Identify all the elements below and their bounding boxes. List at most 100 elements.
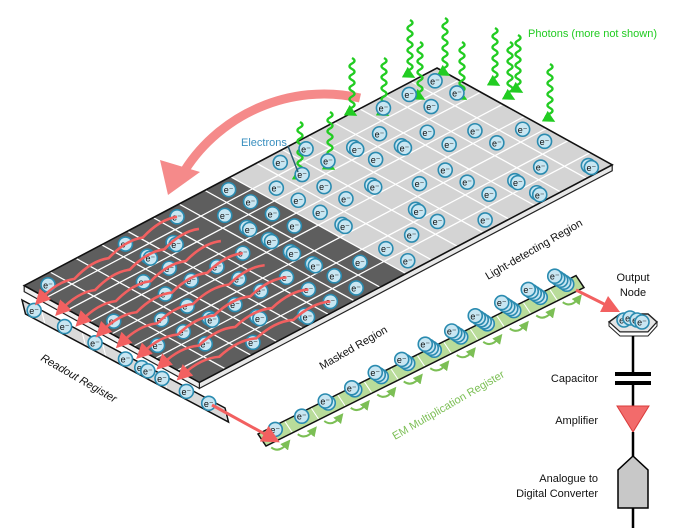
electron-symbol: e⁻ [289, 221, 299, 231]
electron-symbol: e⁻ [518, 125, 528, 135]
electron-circle [417, 336, 434, 353]
electron-circle [268, 180, 285, 196]
electron-circle [378, 240, 394, 257]
electron-symbol: e⁻ [535, 190, 545, 200]
electron-symbol: e⁻ [90, 338, 100, 348]
electron: e⁻ [197, 336, 214, 352]
chip-outline [22, 67, 614, 384]
em-gain-arrow [403, 373, 423, 385]
electron: e⁻ [403, 227, 420, 243]
electron-circle [178, 383, 195, 400]
electron-symbol: e⁻ [297, 170, 307, 180]
electron: e⁻ [441, 136, 457, 153]
electron: e⁻ [449, 85, 465, 101]
electron-symbol: e⁻ [347, 383, 357, 393]
electron-symbol: e⁻ [480, 215, 490, 225]
electron-circle [338, 190, 354, 207]
electron-circle [316, 178, 332, 195]
electron: e⁻ [437, 162, 454, 178]
electron: e⁻ [268, 180, 285, 196]
electron-symbol: e⁻ [420, 340, 430, 350]
electron-symbol: e⁻ [381, 244, 391, 254]
electron-symbol: e⁻ [153, 341, 163, 351]
electron: e⁻ [378, 240, 394, 257]
electron: e⁻ [393, 351, 410, 368]
electron-symbol: e⁻ [492, 138, 502, 148]
electron-circle [443, 323, 460, 339]
electrons-label: Electrons [241, 137, 287, 149]
frame-transfer-arrow [181, 89, 361, 173]
em-gain-arrow [562, 294, 582, 306]
electron-circle [467, 122, 483, 139]
electron-circle [343, 379, 360, 396]
electron-circle [216, 207, 233, 224]
electron-circle [352, 254, 368, 271]
electron-circle [493, 294, 510, 311]
electron-circle [317, 393, 334, 409]
electron-circle [286, 218, 303, 234]
electron: e⁻ [467, 122, 483, 139]
electron-circle [375, 100, 392, 116]
electron: e⁻ [242, 193, 259, 210]
electron-circle [410, 203, 427, 220]
electron-symbol: e⁻ [407, 231, 417, 241]
electron-circle [264, 206, 281, 222]
electron-circle [419, 124, 436, 141]
electron-circle [337, 218, 353, 235]
electron-symbol: e⁻ [352, 145, 362, 155]
electron-circle [514, 121, 531, 138]
electron: e⁻ [493, 294, 510, 311]
adc-label-1: Analogue to [539, 473, 598, 485]
electron: e⁻ [531, 186, 548, 203]
electron-circle [307, 257, 324, 274]
photon-wave [453, 40, 468, 100]
electron-symbol: e⁻ [248, 338, 258, 348]
electron: e⁻ [427, 73, 443, 89]
em-to-output-arrow [575, 288, 621, 313]
photons-label: Photons (more not shown) [528, 28, 657, 40]
electron-circle [241, 221, 258, 238]
electron: e⁻ [489, 135, 505, 151]
electron-symbol: e⁻ [513, 178, 523, 188]
electron-symbol: e⁻ [329, 271, 339, 281]
output-node-label-1: Output [616, 272, 649, 284]
electron: e⁻ [307, 257, 324, 274]
electron-symbol: e⁻ [182, 302, 192, 312]
electrons: e⁻ e⁻ e⁻ e⁻ e⁻ e⁻ e⁻ e⁻ e⁻ e⁻ e⁻ e⁻ e⁻ e⁻ e⁻ e⁻ e⁻ e⁻ e⁻ e⁻… [26, 73, 600, 438]
electron-circle [220, 181, 237, 198]
electron: e⁻ [352, 254, 368, 271]
electron-circle [231, 271, 247, 287]
electron-circle [396, 140, 413, 156]
readout-to-em-arrow [211, 403, 280, 443]
charge-transfer-arrow [34, 215, 178, 306]
capacitor-plate-top [615, 372, 651, 376]
em-gain-arrow [456, 347, 476, 359]
electron-symbol: e⁻ [255, 314, 265, 324]
electron-symbol: e⁻ [426, 102, 436, 112]
electron: e⁻ [298, 141, 314, 157]
electron: e⁻ [423, 98, 439, 115]
electron-symbol: e⁻ [433, 217, 443, 227]
electron: e⁻ [410, 203, 427, 220]
electron: e⁻ [231, 271, 247, 287]
electron-symbol: e⁻ [325, 297, 335, 307]
electron-circle [520, 281, 537, 298]
electron-circle [441, 136, 457, 153]
electron-circle [348, 280, 364, 296]
electron-circle [26, 302, 42, 319]
electron: e⁻ [348, 280, 364, 296]
electron-symbol: e⁻ [164, 264, 174, 274]
electron: e⁻ [481, 186, 497, 203]
electron-circle [423, 98, 439, 115]
electron-circle [467, 307, 484, 324]
electron-symbol: e⁻ [315, 208, 325, 218]
electron: e⁻ [366, 179, 383, 195]
electron-circle [367, 151, 384, 168]
electron-circle [634, 314, 650, 330]
electron-symbol: e⁻ [238, 249, 248, 259]
electron-circle [272, 154, 289, 171]
electron: e⁻ [417, 336, 434, 353]
electron: e⁻ [285, 245, 302, 262]
electron: e⁻ [290, 192, 307, 209]
electron-symbol: e⁻ [637, 318, 647, 328]
